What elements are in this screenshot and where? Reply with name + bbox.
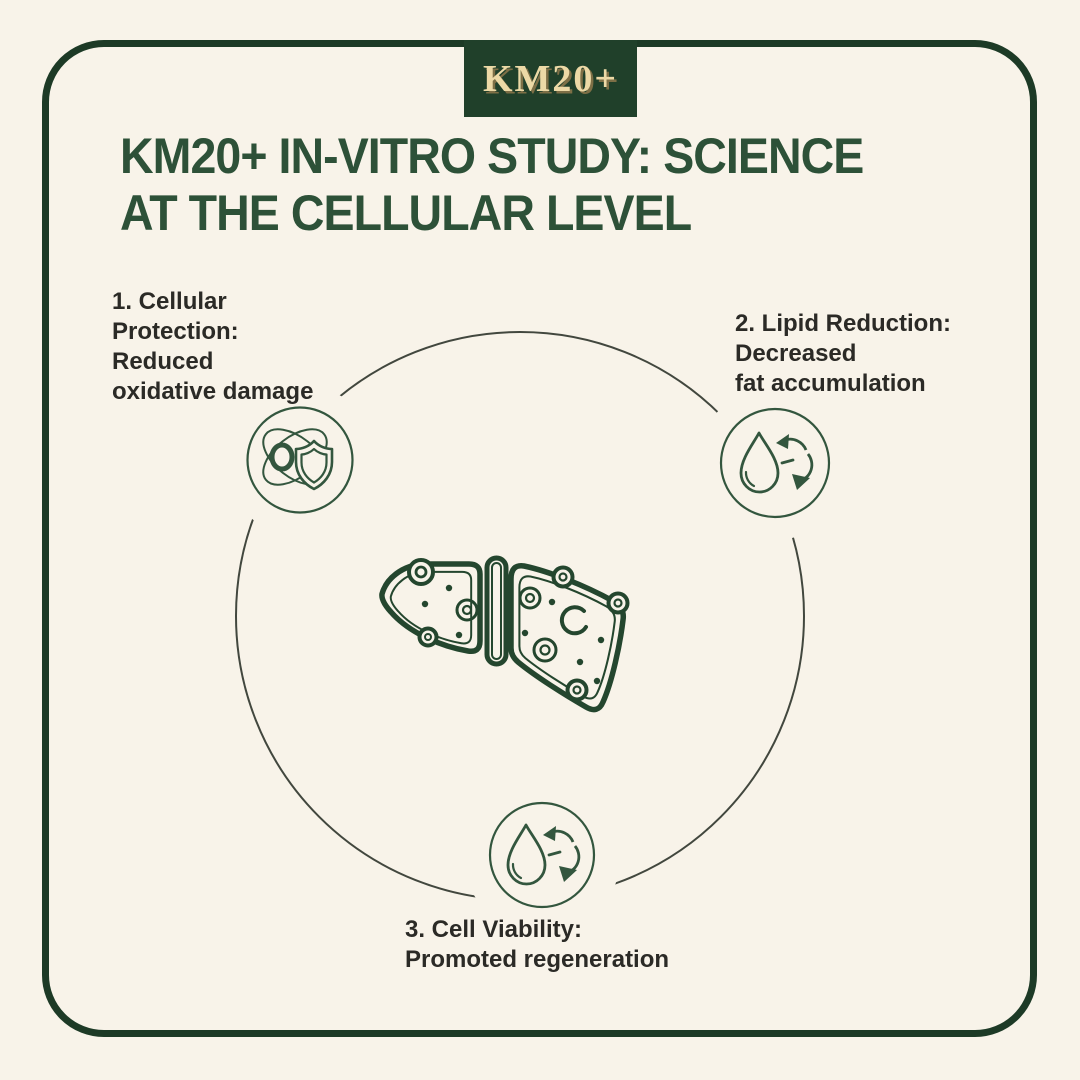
point-1-line: Reduced bbox=[112, 348, 214, 375]
point-2-line: Decreased bbox=[735, 340, 857, 367]
page-title-line1: KM20+ IN-VITRO STUDY: SCIENCE bbox=[120, 128, 864, 184]
point-2-label: 2. Lipid Reduction: Decreased fat accumu… bbox=[735, 309, 951, 399]
point-3-line: Promoted regeneration bbox=[405, 946, 670, 973]
point-1-line: 1. Cellular bbox=[112, 288, 227, 315]
point-3-label: 3. Cell Viability: Promoted regeneration bbox=[405, 915, 669, 975]
atom-shield-icon bbox=[245, 405, 355, 515]
point-2-line: 2. Lipid Reduction: bbox=[735, 310, 951, 337]
point-3-line: 3. Cell Viability: bbox=[405, 916, 582, 943]
droplet-cycle-icon bbox=[718, 406, 832, 520]
page-title-line2: AT THE CELLULAR LEVEL bbox=[120, 185, 692, 241]
shield-icon bbox=[294, 439, 334, 491]
page-title: KM20+ IN-VITRO STUDY: SCIENCE AT THE CEL… bbox=[120, 128, 864, 242]
point-1-line: oxidative damage bbox=[112, 378, 314, 405]
liver-icon bbox=[372, 548, 637, 728]
point-1-label: 1. Cellular Protection: Reduced oxidativ… bbox=[112, 287, 313, 407]
brand-badge-label: KM20+ bbox=[482, 57, 619, 100]
point-1-line: Protection: bbox=[112, 318, 239, 345]
brand-badge: KM20+ bbox=[464, 40, 637, 117]
droplet-cycle-icon bbox=[485, 798, 599, 912]
point-2-line: fat accumulation bbox=[735, 370, 926, 397]
